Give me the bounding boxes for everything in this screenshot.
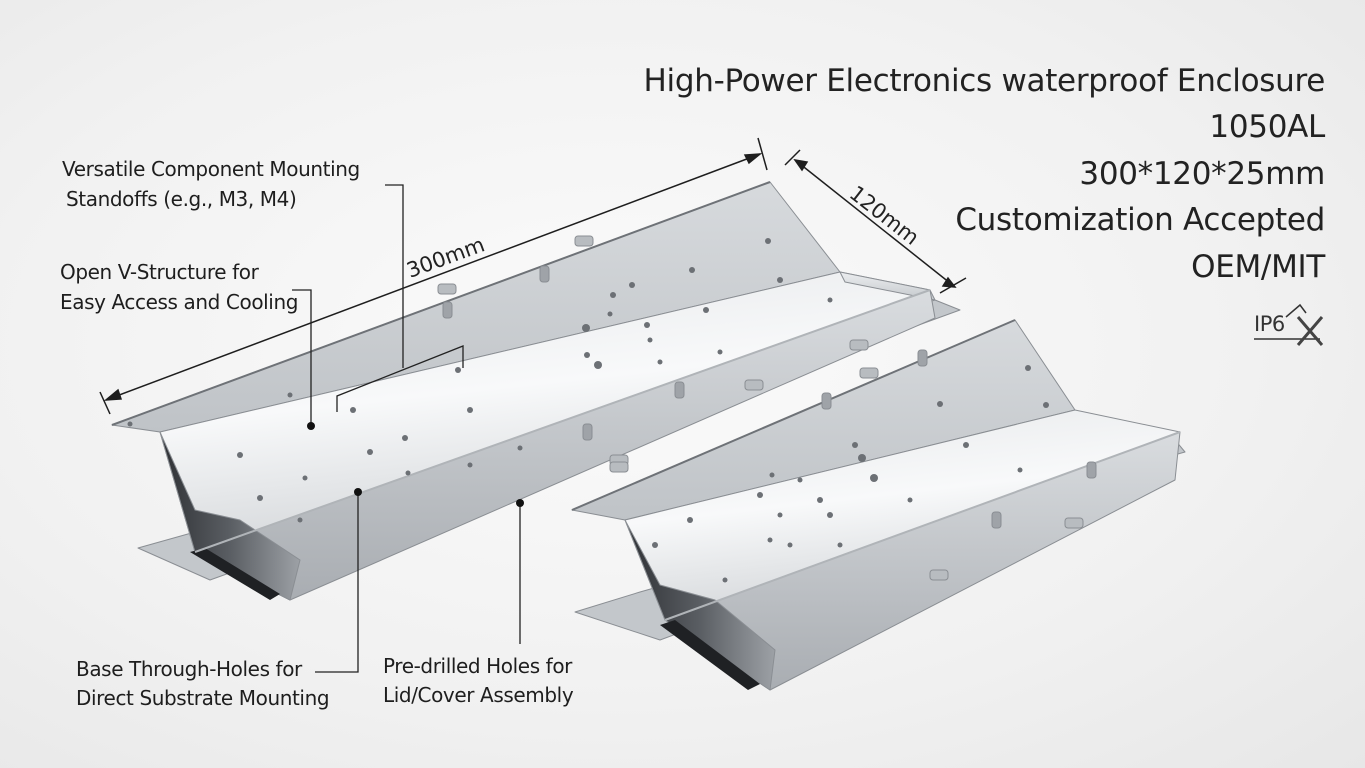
material-spec: 1050AL	[1209, 109, 1325, 145]
v-structure-label-line1: Open V-Structure for	[60, 260, 259, 284]
right-end-opening	[660, 620, 760, 690]
standoffs-bracket	[336, 345, 464, 412]
left-side-lip	[839, 271, 936, 301]
standoffs-label-line2: Standoffs (e.g., M3, M4)	[66, 187, 297, 211]
length-dimension-label: 300mm	[404, 232, 488, 282]
left-enclosure	[111, 181, 961, 601]
ip-badge-shield-icon	[1254, 303, 1324, 346]
customization-note: Customization Accepted	[955, 202, 1325, 238]
right-holes	[652, 365, 1049, 583]
left-holes	[127, 238, 833, 523]
v-structure-leader	[292, 289, 312, 424]
width-dimension	[784, 149, 967, 294]
right-enclosure	[571, 319, 1186, 691]
size-spec: 300*120*25mm	[1079, 156, 1325, 192]
oem-note: OEM/MIT	[1191, 249, 1325, 285]
ip-rating-text: IP6	[1254, 312, 1285, 336]
ip-rating-badge: IP6	[1248, 303, 1326, 349]
standoffs-label-line1: Versatile Component Mounting	[62, 157, 360, 181]
product-title: High-Power Electronics waterproof Enclos…	[643, 63, 1326, 99]
length-dimension	[99, 137, 768, 415]
left-end-opening	[190, 548, 280, 600]
lid-holes-label-line2: Lid/Cover Assembly	[383, 683, 574, 707]
right-standoffs	[821, 349, 1097, 529]
lid-holes-label-line1: Pre-drilled Holes for	[383, 654, 572, 678]
callout-dots	[307, 422, 524, 507]
standoffs-leader	[385, 184, 404, 368]
callout-leaders	[292, 184, 521, 673]
base-holes-label-line1: Base Through-Holes for	[76, 657, 302, 681]
base-holes-leader	[315, 494, 359, 673]
width-dimension-label: 120mm	[845, 181, 924, 250]
left-standoffs	[442, 265, 685, 441]
v-structure-label-line2: Easy Access and Cooling	[60, 290, 299, 314]
right-mounting-tabs	[609, 367, 1084, 581]
base-holes-label-line2: Direct Substrate Mounting	[76, 686, 330, 710]
